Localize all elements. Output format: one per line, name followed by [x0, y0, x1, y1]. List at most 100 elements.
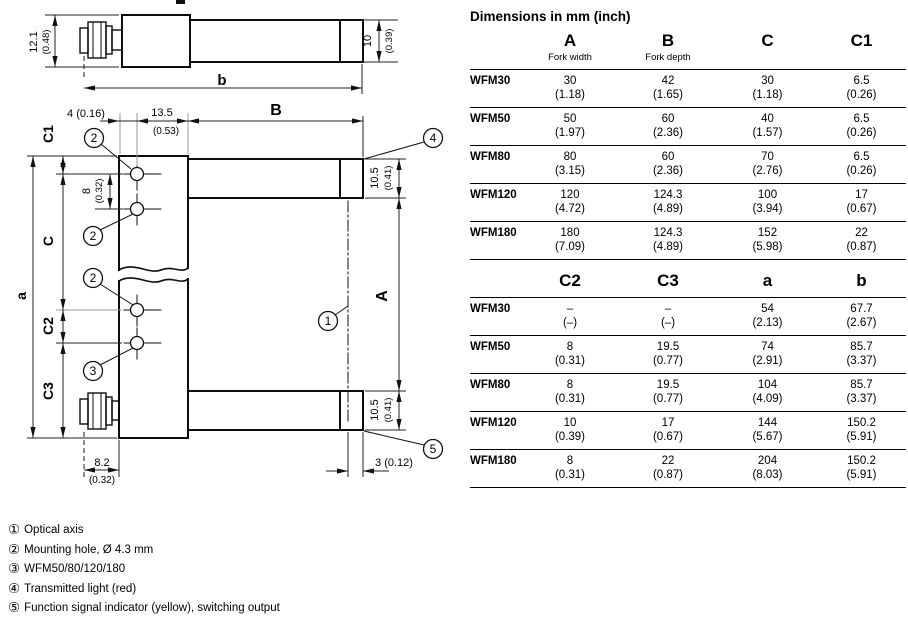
cell: 152(5.98)	[718, 227, 817, 254]
callout-5	[422, 438, 444, 460]
callout-3	[82, 360, 104, 382]
arrowheads	[30, 118, 402, 474]
dim-A: A	[374, 290, 391, 302]
value-inch: (2.13)	[752, 316, 783, 329]
value-mm: 6.5	[853, 75, 870, 87]
fork-arms	[187, 158, 364, 431]
cell: 150.2(5.91)	[817, 417, 906, 444]
callout-1	[317, 310, 339, 332]
header-letter: a	[762, 271, 773, 290]
value-mm: 124.3	[653, 227, 683, 239]
cell: 85.7(3.37)	[817, 341, 906, 368]
value-inch: (0.87)	[652, 468, 684, 481]
header-col-C1: C1	[817, 32, 906, 64]
value-mm: 74	[761, 341, 774, 353]
value-mm: 80	[563, 151, 577, 163]
dim-C2: C2	[40, 317, 56, 335]
table-row-wfm30-1: WFM30 30(1.18) 42(1.65) 30(1.18) 6.5(0.2…	[470, 70, 906, 108]
value-inch: (7.09)	[554, 240, 586, 253]
table-row-wfm80-1: WFM80 80(3.15) 60(2.36) 70(2.76) 6.5(0.2…	[470, 146, 906, 184]
circled-number-5: ⑤	[8, 600, 21, 615]
header-letter: A	[563, 31, 577, 50]
callout-2-mid	[82, 225, 104, 247]
value-inch: (0.87)	[846, 240, 877, 253]
mounting-hole-3	[129, 302, 145, 318]
value-mm: 85.7	[850, 341, 873, 353]
value-mm: 30	[563, 75, 577, 87]
cell: 30(1.18)	[718, 75, 817, 102]
header-sub: Fork width	[548, 52, 592, 63]
value-mm: 17	[661, 417, 675, 429]
value-inch: (2.67)	[846, 316, 877, 329]
front-view	[79, 155, 364, 439]
table-title: Dimensions in mm (inch)	[470, 9, 631, 24]
row-label: WFM50	[470, 341, 511, 353]
value-inch: (0.77)	[652, 392, 684, 405]
header-sub: Fork depth	[645, 52, 691, 63]
value-inch: (1.18)	[752, 88, 783, 101]
top-arm	[187, 158, 364, 199]
mounting-holes	[123, 158, 162, 360]
connector-icon	[79, 21, 123, 59]
legend-text: Function signal indicator (yellow), swit…	[24, 602, 280, 614]
cell: 144(5.67)	[718, 417, 817, 444]
table-row-wfm50-2: WFM50 8(0.31) 19.5(0.77) 74(2.91) 85.7(3…	[470, 336, 906, 374]
cell: 8(0.31)	[522, 341, 618, 368]
cell: 22(0.87)	[618, 455, 718, 482]
sensor-body-front	[117, 155, 190, 439]
value-mm: 152	[757, 227, 778, 239]
side-view-labels: 12.1 (0.48) 10 (0.39) b	[28, 29, 395, 89]
cell: 6.5(0.26)	[817, 113, 906, 140]
circled-number-3: ③	[8, 561, 21, 576]
header-col-C: C	[718, 32, 817, 64]
legend-text: WFM50/80/120/180	[24, 563, 126, 575]
value-mm: 67.7	[850, 303, 873, 315]
value-mm: 85.7	[850, 379, 873, 391]
cell: 70(2.76)	[718, 151, 817, 178]
dimensions-table: Dimensions in mm (inch) A Fork width B F…	[470, 0, 906, 488]
cell: 6.5(0.26)	[817, 151, 906, 178]
callout-number-2a: 2	[91, 131, 98, 145]
legend-text: Mounting hole, Ø 4.3 mm	[24, 543, 154, 556]
value-inch: (0.67)	[846, 202, 877, 215]
cell: 204(8.03)	[718, 455, 817, 482]
cell: 42(1.65)	[618, 75, 718, 102]
value-mm: 22	[661, 455, 675, 467]
header-col-C2: C2	[522, 272, 618, 290]
value-mm: 70	[761, 151, 774, 163]
header-letter: b	[856, 271, 867, 290]
dim-C: C	[40, 236, 56, 246]
value-mm: 17	[855, 189, 868, 201]
header-letter: C1	[850, 31, 873, 50]
table-row-wfm50-1: WFM50 50(1.97) 60(2.36) 40(1.57) 6.5(0.2…	[470, 108, 906, 146]
value-inch: (1.57)	[752, 126, 783, 139]
cell: 40(1.57)	[718, 113, 817, 140]
construction-lines	[56, 113, 189, 311]
value-mm: 40	[761, 113, 774, 125]
value-inch: (2.36)	[652, 126, 684, 139]
header-col-A: A Fork width	[522, 32, 618, 64]
value-inch: (2.36)	[652, 164, 684, 177]
dim-10-5-top: 10.5	[369, 167, 381, 188]
bottom-arm	[187, 390, 364, 431]
dim-8-2: 8.2	[94, 457, 109, 469]
value-mm: 19.5	[656, 341, 680, 353]
dim-C1: C1	[40, 125, 56, 143]
value-mm: 100	[757, 189, 778, 201]
cell: 85.7(3.37)	[817, 379, 906, 406]
value-inch: (1.65)	[652, 88, 684, 101]
row-label: WFM120	[470, 417, 517, 429]
row-label: WFM30	[470, 303, 511, 315]
cell: 124.3(4.89)	[618, 189, 718, 216]
value-inch: (0.77)	[652, 354, 684, 367]
value-mm: 60	[661, 113, 675, 125]
dim-10-inch: (0.39)	[384, 29, 395, 54]
dim-10-5-top-inch: (0.41)	[383, 166, 394, 191]
value-inch: (4.89)	[652, 202, 684, 215]
front-view-dimensions	[27, 113, 406, 477]
technical-drawing: 12.1 (0.48) 10 (0.39) b	[13, 0, 444, 486]
break-line-upper	[117, 266, 190, 272]
row-label: WFM30	[470, 75, 511, 87]
